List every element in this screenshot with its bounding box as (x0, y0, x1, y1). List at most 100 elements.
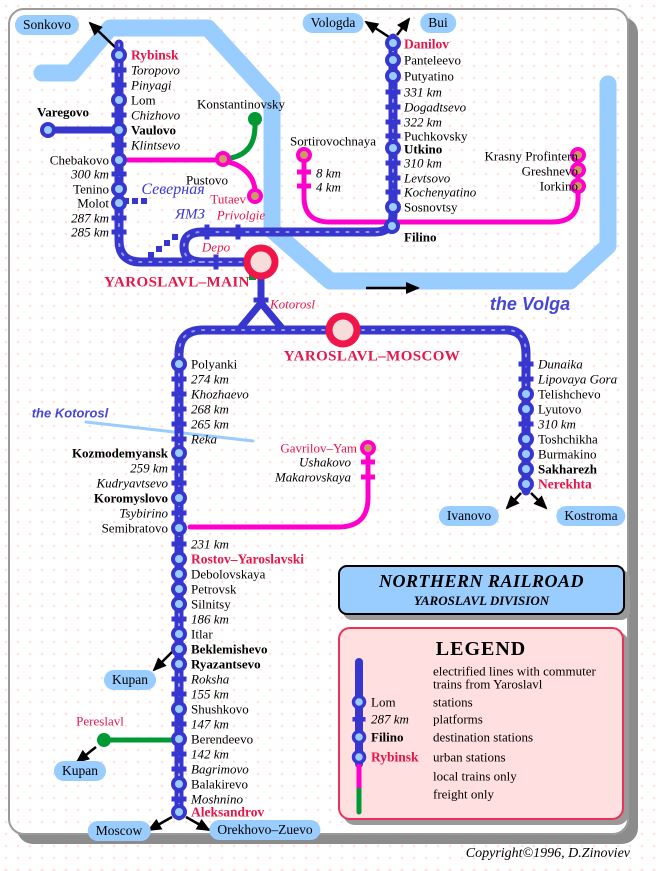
map-label-depo: Depo (201, 239, 231, 255)
map-label-331-km: 331 km (404, 84, 442, 100)
map-label-rybinsk: Rybinsk (131, 47, 179, 63)
arrow-to-vologda (364, 20, 390, 39)
map-label-moshnino: Moshnino (191, 791, 243, 807)
map-label-310-km: 310 km (404, 155, 442, 171)
map-label-tutaev: Tutaev (210, 191, 246, 207)
map-label-reka: Reka (191, 431, 217, 447)
map-label-tenino: Tenino (73, 181, 109, 197)
map-label-bagrimovo: Bagrimovo (191, 761, 249, 777)
map-label-sosnovtsy: Sosnovtsy (404, 199, 458, 215)
map-label-sortirovochnaya: Sortirovochnaya (290, 133, 376, 149)
map-label-kudryavtsevo: Kudryavtsevo (96, 475, 168, 491)
arrow-to-bui (396, 17, 411, 36)
arrow-to-kostroma (530, 492, 548, 510)
destination-bubble-orekhovo-zuevo: Orekhovo–Zuevo (209, 820, 321, 840)
destination-bubble-bui: Bui (420, 13, 456, 33)
map-label-filino: Filino (404, 229, 437, 245)
map-label-pereslavl: Pereslavl (76, 713, 124, 729)
station-markers (40, 35, 534, 820)
map-label-yaroslavl-main: YAROSLAVL–MAIN (104, 274, 250, 291)
map-label-chebakovo: Chebakovo (49, 152, 109, 168)
legend-platforms: platforms (433, 711, 483, 727)
map-label-varegovo: Varegovo (37, 104, 89, 120)
map-label-the-kotorosl: the Kotorosl (31, 405, 109, 421)
map-label-utkino: Utkino (404, 141, 443, 157)
map-label-dunaika: Dunaika (538, 356, 583, 372)
map-label-147-km: 147 km (191, 716, 229, 732)
map-label-274-km: 274 km (191, 371, 229, 387)
arrow-to-orekhovo (185, 815, 211, 832)
map-label-the-volga: the Volga (489, 294, 571, 314)
map-subtitle: YAROSLAVL DIVISION (413, 593, 550, 608)
map-label-silnitsy: Silnitsy (191, 596, 231, 612)
legend-freight-only: freight only (433, 786, 495, 802)
map-label-8-km: 8 km (316, 165, 341, 181)
map-label-privolgie: Privolgie (216, 207, 266, 223)
freight-station-markers (97, 112, 262, 747)
map-label-nerekhta: Nerekhta (538, 476, 592, 492)
map-label-265-km: 265 km (191, 416, 229, 432)
legend-destination-icon (351, 729, 367, 745)
hub-station-markers (243, 244, 361, 348)
map-label-sakharezh: Sakharezh (538, 461, 597, 477)
legend-sample-filino: Filino (371, 729, 404, 745)
map-label-petrovsk: Petrovsk (191, 581, 237, 597)
map-label-231-km: 231 km (191, 536, 229, 552)
destination-bubble-kupan: Kupan (104, 670, 156, 690)
arrow-to-kupan-north (152, 650, 174, 672)
map-label-gavrilov-yam: Gavrilov–Yam (280, 440, 357, 456)
map-label-semibratovo: Semibratovo (101, 520, 168, 536)
arrow-to-ivanovo (505, 492, 522, 510)
map-label-aleksandrov: Aleksandrov (191, 804, 265, 820)
map-label-telishchevo: Telishchevo (538, 386, 601, 402)
map-label-ямз: ЯМЗ (175, 206, 205, 223)
legend-samples (351, 658, 367, 815)
legend-title: LEGEND (435, 638, 527, 660)
map-label-berendeevo: Berendeevo (191, 731, 254, 747)
map-label-molot: Molot (77, 195, 109, 211)
kotorosl-river (84, 420, 255, 443)
arrow-to-kupan-south (75, 746, 97, 764)
legend-urban-icon (351, 749, 367, 765)
legend-station-icon (351, 694, 367, 710)
legend-sample-rybinsk: Rybinsk (371, 749, 419, 765)
platform-ticks (111, 67, 534, 802)
map-label-287-km: 287 km (71, 210, 109, 226)
map-label-322-km: 322 km (404, 114, 442, 130)
legend-urban-stations: urban stations (433, 749, 506, 765)
arrow-to-sonkovo (88, 21, 118, 50)
map-label-yaroslavl-moscow: YAROSLAVL–MOSCOW (283, 348, 461, 365)
map-label-rostov-yaroslavski: Rostov–Yaroslavski (191, 551, 305, 567)
map-label-268-km: 268 km (191, 401, 229, 417)
arrow-to-moscow (147, 815, 173, 832)
map-label-4-km: 4 km (316, 179, 341, 195)
map-label-dogadtsevo: Dogadtsevo (404, 99, 467, 115)
map-label-putyatino: Putyatino (404, 68, 454, 84)
map-label-toropovo: Toropovo (131, 62, 180, 78)
map-label-kozmodemyansk: Kozmodemyansk (71, 445, 168, 461)
map-label-vaulovo: Vaulovo (131, 122, 177, 138)
map-label-chizhovo: Chizhovo (131, 107, 181, 123)
destination-bubble-vologda: Vologda (302, 13, 364, 33)
map-label-roksha: Roksha (191, 671, 230, 687)
map-label-310-km: 310 km (538, 416, 576, 432)
map-title-box: NORTHERN RAILROAD YAROSLAVL DIVISION (338, 565, 625, 615)
legend-box: LEGEND (338, 627, 624, 820)
map-label-lyutovo: Lyutovo (538, 401, 582, 417)
map-label-300-km: 300 km (71, 166, 109, 182)
destination-bubble-kupan: Kupan (54, 761, 106, 781)
legend-local-trains-only: local trains only (433, 768, 517, 784)
map-label-krasny-profintern: Krasny Profintern (484, 148, 578, 164)
map-label-kotorosl: Kotorosl (270, 296, 316, 312)
map-label-lom: Lom (131, 92, 156, 108)
legend-sample-lom: Lom (371, 694, 396, 710)
map-label-186-km: 186 km (191, 611, 229, 627)
map-label-142-km: 142 km (191, 746, 229, 762)
map-label-konstantinovsky: Konstantinovsky (196, 96, 286, 112)
map-label-danilov: Danilov (404, 36, 450, 52)
map-label-ryazantsevo: Ryazantsevo (191, 656, 261, 672)
map-label-debolovskaya: Debolovskaya (191, 566, 266, 582)
